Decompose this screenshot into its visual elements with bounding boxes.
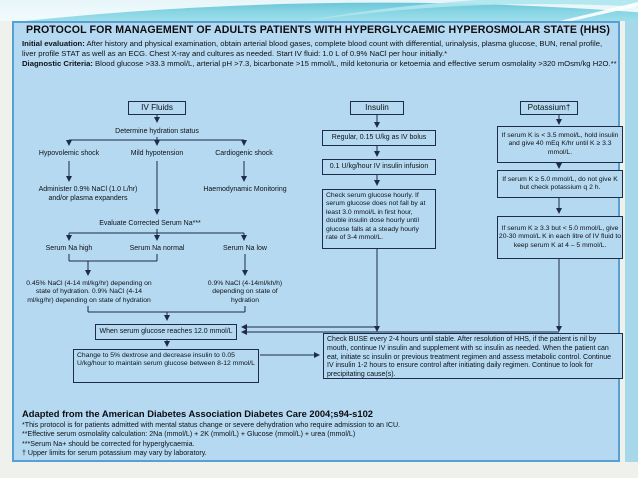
initial-evaluation-body: After history and physical examination, …: [22, 39, 603, 58]
node-insulin-infusion: 0.1 U/kg/hour IV insulin infusion: [322, 159, 436, 175]
node-hypovolemic-shock: Hypovolemic shock: [38, 150, 100, 157]
diagnostic-criteria-body: Blood glucose >33.3 mmol/L, arterial pH …: [92, 59, 617, 69]
node-insulin-bolus: Regular, 0.15 U/kg as IV bolus: [322, 130, 436, 146]
node-mild-hypotension: Mild hypotension: [130, 150, 184, 157]
footer: Adapted from the American Diabetes Assoc…: [22, 408, 618, 458]
initial-evaluation-paragraph: Initial evaluation: After history and ph…: [22, 39, 618, 58]
node-haemodynamic-monitoring: Haemodynamic Monitoring: [203, 186, 287, 193]
node-serum-na-normal: Serum Na normal: [129, 245, 185, 252]
footer-source: Adapted from the American Diabetes Assoc…: [22, 408, 374, 419]
node-determine-hydration: Determine hydration status: [115, 128, 199, 135]
node-serum-na-high: Serum Na high: [45, 245, 93, 252]
node-cardiogenic-shock: Cardiogenic shock: [215, 150, 273, 157]
intro-text: Initial evaluation: After history and ph…: [22, 39, 618, 70]
node-potassium-high: If serum K ≥ 5.0 mmol/L, do not give K b…: [497, 170, 623, 198]
node-potassium-header: Potassium†: [520, 101, 578, 115]
footnote-1: *This protocol is for patients admitted …: [22, 421, 401, 429]
diagnostic-criteria-label: Diagnostic Criteria:: [22, 59, 93, 69]
node-potassium-low: If serum K is < 3.5 mmol/L, hold insulin…: [497, 126, 623, 163]
node-buse-monitoring: Check BUSE every 2-4 hours until stable.…: [323, 333, 623, 379]
node-iv-fluids-header: IV Fluids: [128, 101, 186, 115]
footnote-4: † Upper limits for serum potassium may v…: [22, 449, 207, 458]
diagnostic-criteria-paragraph: Diagnostic Criteria: Blood glucose >33.3…: [22, 59, 618, 69]
node-dextrose-switch: Change to 5% dextrose and decrease insul…: [73, 349, 259, 383]
node-glucose-12: When serum glucose reaches 12.0 mmol/L: [95, 324, 237, 340]
node-nacl-09-instruction: 0.9% NaCl (4-14ml/kh/h) depending on sta…: [207, 280, 283, 304]
right-margin-strip: [625, 21, 638, 462]
node-nacl-045-instruction: 0.45% NaCl (4-14 ml/kg/hr) depending on …: [26, 280, 152, 304]
page-title: PROTOCOL FOR MANAGEMENT OF ADULTS PATIEN…: [26, 24, 610, 36]
node-insulin-glucose-check: Check serum glucose hourly. If serum glu…: [322, 189, 436, 249]
footnote-3: ***Serum Na+ should be corrected for hyp…: [22, 439, 195, 448]
node-serum-na-low: Serum Na low: [223, 245, 267, 252]
node-evaluate-serum-na: Evaluate Corrected Serum Na***: [99, 220, 201, 227]
node-potassium-mid: If serum K ≥ 3.3 but < 5.0 mmol/L, give …: [497, 216, 623, 259]
initial-evaluation-label: Initial evaluation:: [22, 39, 85, 48]
node-administer-nacl: Administer 0.9% NaCl (1.0 L/hr) and/or p…: [38, 186, 138, 202]
footnote-2: **Effective serum osmolality calculation…: [22, 430, 356, 439]
top-banner-decoration: [0, 0, 638, 21]
swoosh-graphic: [0, 0, 638, 21]
node-insulin-header: Insulin: [350, 101, 404, 115]
